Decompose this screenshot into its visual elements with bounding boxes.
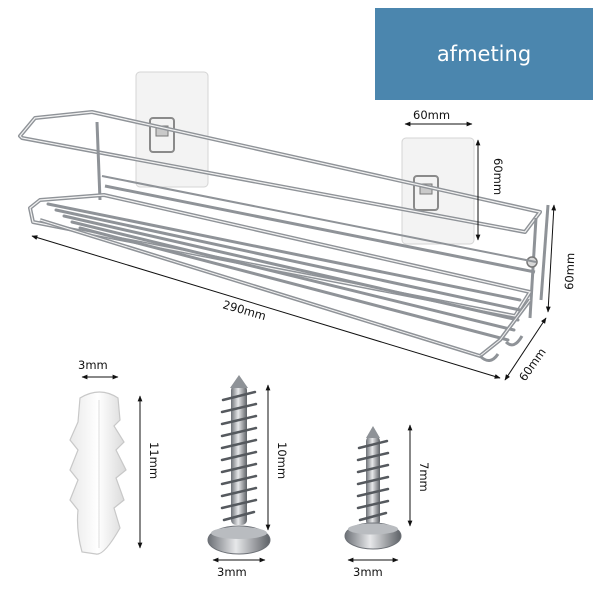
rack-depth-label: 60mm xyxy=(516,345,549,383)
anchor-length-label: 11mm xyxy=(147,442,161,479)
screw-large-width-label: 3mm xyxy=(217,565,247,579)
screw-small xyxy=(344,426,402,550)
hook-height-label: 60mm xyxy=(491,158,505,195)
screw-large xyxy=(207,375,271,555)
wall-anchor xyxy=(69,391,127,555)
hook-width-label: 60mm xyxy=(413,108,450,122)
anchor-width-label: 3mm xyxy=(78,358,108,372)
rack-height-label: 60mm xyxy=(562,253,577,291)
dimensions-banner: afmeting xyxy=(375,8,593,100)
screw-large-length-label: 10mm xyxy=(275,442,289,479)
rack-length-label: 290mm xyxy=(221,297,267,323)
spice-rack xyxy=(18,71,550,362)
screw-small-width-label: 3mm xyxy=(353,565,383,579)
banner-label: afmeting xyxy=(436,42,532,66)
screw-small-length-label: 7mm xyxy=(417,462,431,492)
